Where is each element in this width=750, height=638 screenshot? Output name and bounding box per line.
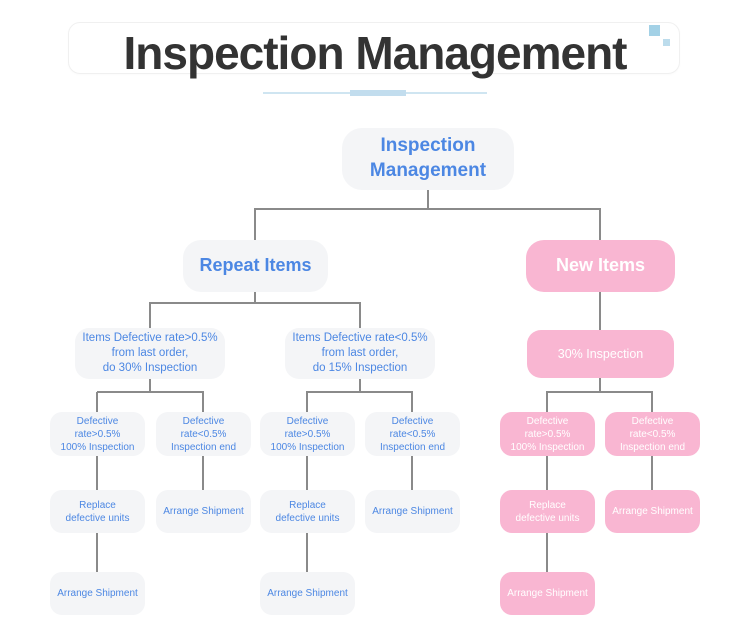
node-rl-arrange-shipment[interactable]: Arrange Shipment xyxy=(365,490,460,533)
connector-line xyxy=(599,292,601,330)
node-rh-defect-low[interactable]: Defective rate<0.5% Inspection end xyxy=(156,412,251,456)
node-rh-defect-high[interactable]: Defective rate>0.5% 100% Inspection xyxy=(50,412,145,456)
node-rh-replace-units[interactable]: Replace defective units xyxy=(50,490,145,533)
node-ni-replace-units[interactable]: Replace defective units xyxy=(500,490,595,533)
connector-line xyxy=(651,456,653,490)
connector-line xyxy=(254,208,601,210)
connector-line xyxy=(96,533,98,572)
node-repeat-defective-high[interactable]: Items Defective rate>0.5% from last orde… xyxy=(75,328,225,379)
connector-line xyxy=(411,456,413,490)
node-repeat-defective-low[interactable]: Items Defective rate<0.5% from last orde… xyxy=(285,328,435,379)
node-new-30pct-inspection[interactable]: 30% Inspection xyxy=(527,330,674,378)
node-root-inspection-management[interactable]: Inspection Management xyxy=(342,128,514,190)
node-rl-defect-low[interactable]: Defective rate<0.5% Inspection end xyxy=(365,412,460,456)
connector-line xyxy=(546,456,548,490)
node-rl-final-arrange-shipment[interactable]: Arrange Shipment xyxy=(260,572,355,615)
node-ni-final-arrange-shipment[interactable]: Arrange Shipment xyxy=(500,572,595,615)
connector-line xyxy=(306,392,308,412)
connector-line xyxy=(599,378,601,393)
connector-line xyxy=(306,456,308,490)
node-rh-final-arrange-shipment[interactable]: Arrange Shipment xyxy=(50,572,145,615)
node-rh-arrange-shipment[interactable]: Arrange Shipment xyxy=(156,490,251,533)
connector-line xyxy=(97,391,204,393)
connector-line xyxy=(202,456,204,490)
connector-line xyxy=(546,533,548,572)
connector-line xyxy=(254,209,256,240)
connector-line xyxy=(411,392,413,412)
connector-line xyxy=(96,456,98,490)
connector-line xyxy=(306,391,413,393)
connector-line xyxy=(359,379,361,393)
connector-line xyxy=(359,303,361,328)
decor-square-small-icon xyxy=(663,39,670,46)
connector-line xyxy=(202,392,204,412)
connector-line xyxy=(149,303,151,328)
title-card xyxy=(68,22,680,74)
connector-line xyxy=(149,379,151,393)
connector-line xyxy=(96,392,98,412)
connector-line xyxy=(651,392,653,412)
node-rl-defect-high[interactable]: Defective rate>0.5% 100% Inspection xyxy=(260,412,355,456)
node-ni-defect-low[interactable]: Defective rate<0.5% Inspection end xyxy=(605,412,700,456)
decor-square-icon xyxy=(649,25,660,36)
connector-line xyxy=(599,209,601,240)
connector-line xyxy=(306,533,308,572)
page-title: Inspection Management xyxy=(123,27,628,79)
title-underline-accent xyxy=(350,90,406,96)
connector-line xyxy=(149,302,361,304)
node-repeat-items[interactable]: Repeat Items xyxy=(183,240,328,292)
connector-line xyxy=(546,392,548,412)
node-rl-replace-units[interactable]: Replace defective units xyxy=(260,490,355,533)
node-ni-defect-high[interactable]: Defective rate>0.5% 100% Inspection xyxy=(500,412,595,456)
node-ni-arrange-shipment[interactable]: Arrange Shipment xyxy=(605,490,700,533)
connector-line xyxy=(546,391,653,393)
node-new-items[interactable]: New Items xyxy=(526,240,675,292)
connector-line xyxy=(427,190,429,210)
connector-line xyxy=(254,292,256,304)
